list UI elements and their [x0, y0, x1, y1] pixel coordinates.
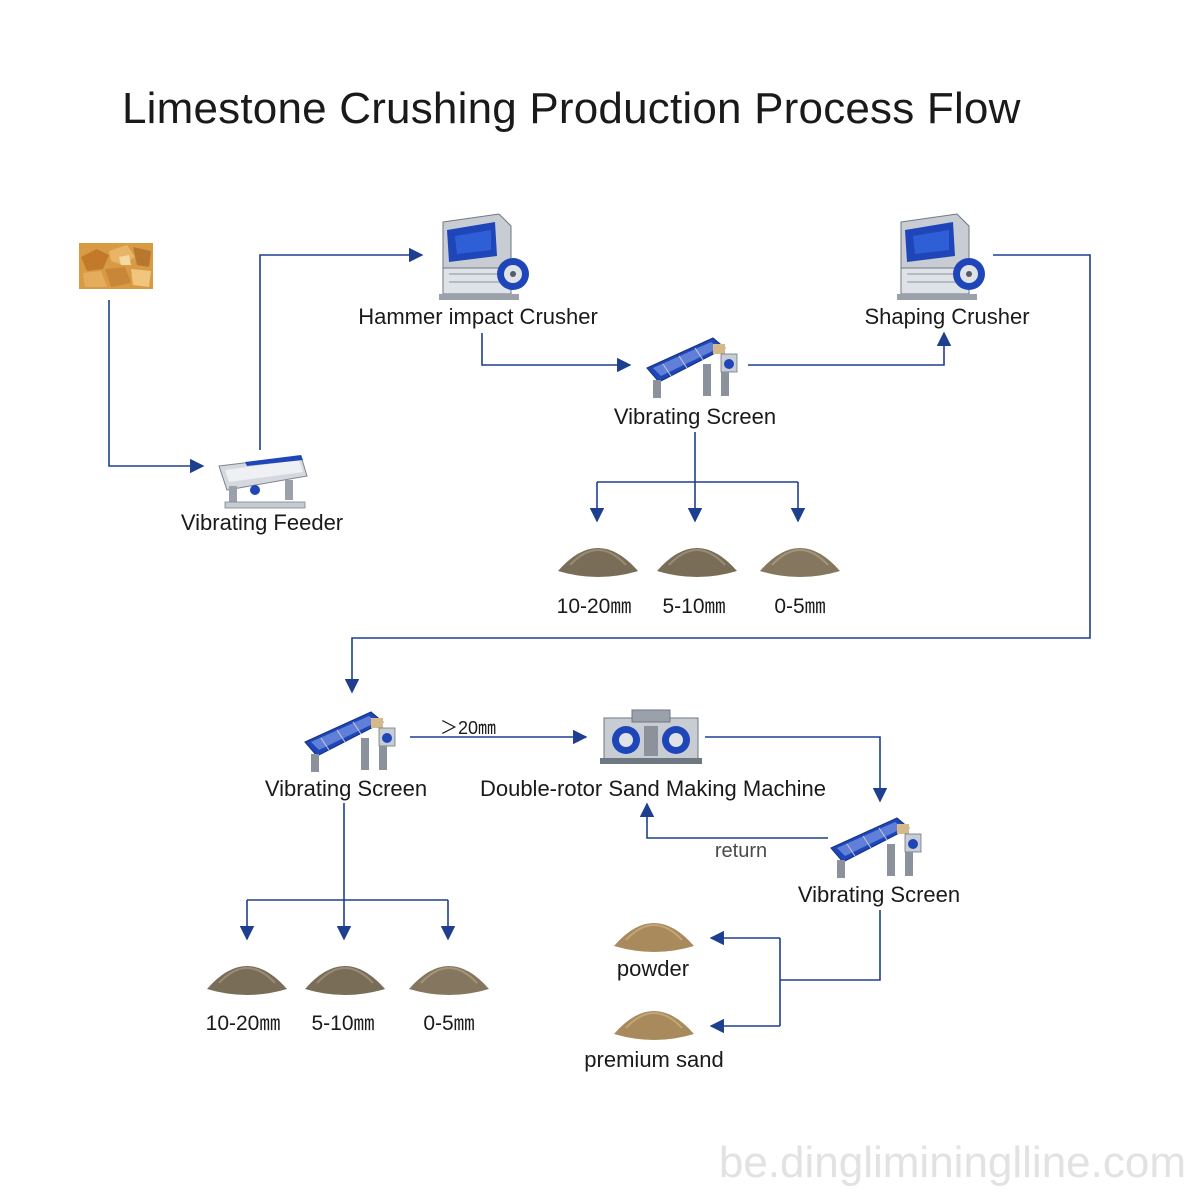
diagram-title: Limestone Crushing Production Process Fl…	[122, 84, 1021, 133]
limestone-rocks-icon	[79, 243, 153, 289]
arrow-screen3-down	[780, 910, 881, 981]
shaping-crusher-icon	[897, 213, 985, 300]
product-2-size-label: 5-10㎜	[311, 1012, 375, 1035]
product-1-size-label: 0-5㎜	[774, 595, 826, 618]
sand-making-machine-label: Double-rotor Sand Making Machine	[479, 776, 827, 801]
watermark: be.dinglimininglline.com	[718, 1138, 1186, 1187]
powder-pile-icon	[614, 923, 694, 952]
sand-pile-icon	[657, 548, 737, 577]
arrow-sandmaker-to-screen3	[705, 736, 888, 803]
vibrating-screen-icon	[646, 337, 738, 398]
arrow-raw-to-feeder	[108, 300, 205, 474]
vibrating-feeder-label: Vibrating Feeder	[180, 510, 344, 535]
premium-sand-pile-icon	[614, 1011, 694, 1040]
vibrating-screen-3-label: Vibrating Screen	[797, 882, 961, 907]
double-rotor-sand-making-machine-icon	[600, 709, 702, 764]
oversize-edge-label: ＞20㎜	[440, 718, 497, 738]
hammer-impact-crusher-label: Hammer impact Crusher	[358, 304, 598, 329]
sand-pile-icon	[409, 966, 489, 995]
sand-pile-icon	[760, 548, 840, 577]
product-1-size-label: 10-20㎜	[556, 595, 632, 618]
sand-pile-icon	[305, 966, 385, 995]
hammer-impact-crusher-icon	[439, 213, 529, 300]
shaping-crusher-label: Shaping Crusher	[864, 304, 1030, 329]
powder-label: powder	[616, 956, 690, 981]
vibrating-feeder-icon	[218, 455, 308, 509]
return-edge-label: return	[714, 840, 768, 862]
sand-pile-icon	[558, 548, 638, 577]
product-2-size-label: 0-5㎜	[423, 1012, 475, 1035]
arrow-screen3-return	[639, 802, 828, 839]
vibrating-screen-2-label: Vibrating Screen	[264, 776, 428, 801]
arrow-screen1-to-shaping	[748, 331, 952, 366]
premium-sand-label: premium sand	[584, 1047, 724, 1072]
vibrating-screen-icon	[304, 711, 396, 772]
product-2-size-label: 10-20㎜	[205, 1012, 281, 1035]
arrow-feeder-to-hammer	[259, 247, 424, 450]
vibrating-screen-1-label: Vibrating Screen	[613, 404, 777, 429]
arrow-shaping-to-screen2	[344, 254, 1091, 694]
vibrating-screen-icon	[830, 817, 922, 878]
arrow-hammer-to-screen1	[481, 333, 632, 373]
product-1-size-label: 5-10㎜	[662, 595, 726, 618]
sand-pile-icon	[207, 966, 287, 995]
